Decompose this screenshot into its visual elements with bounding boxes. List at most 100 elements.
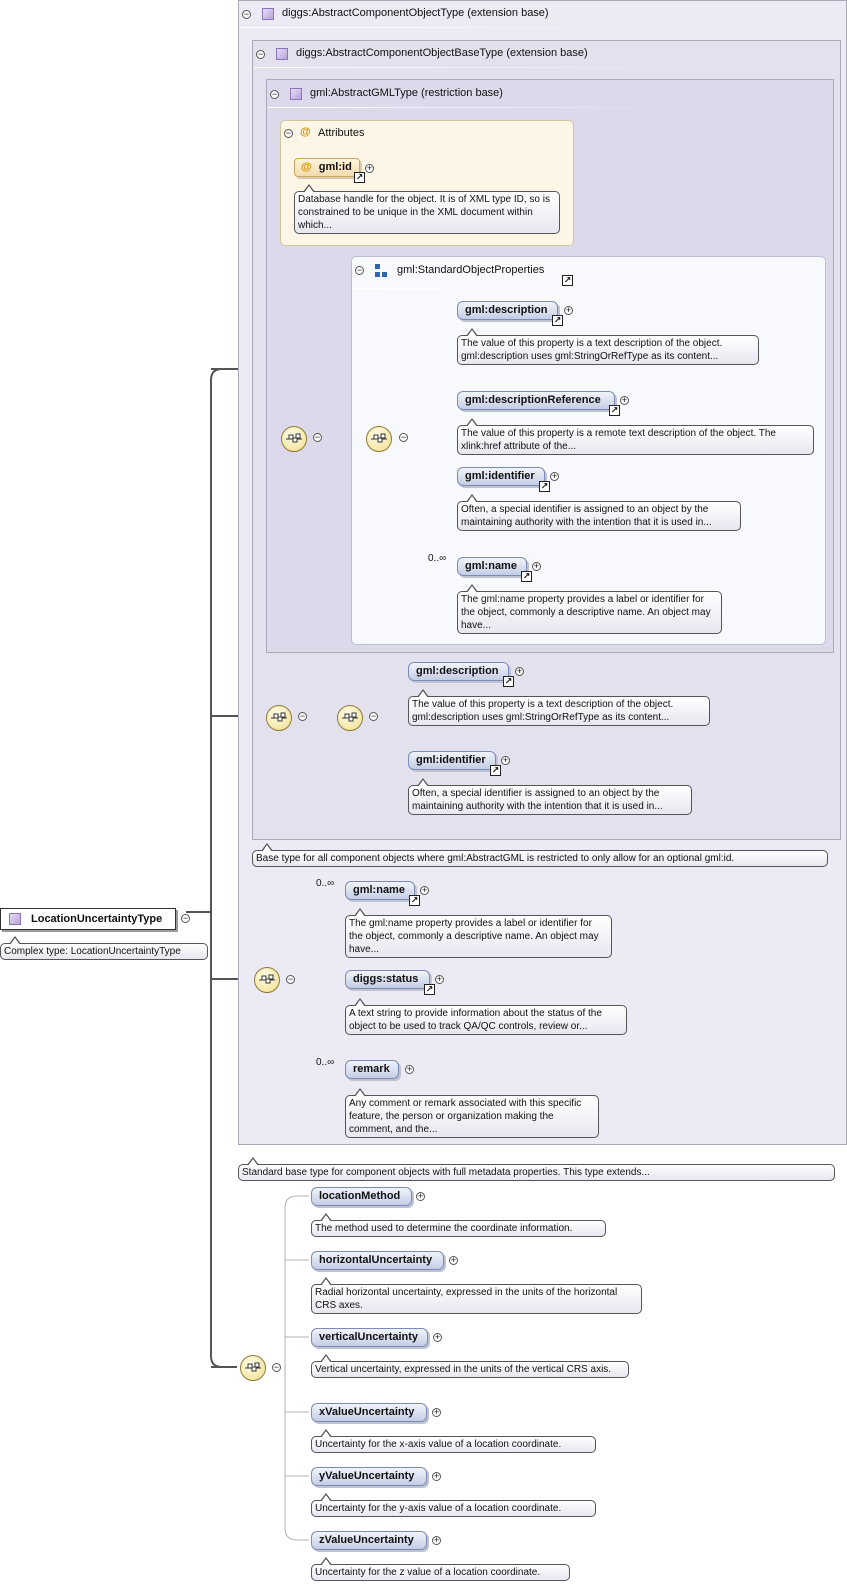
element-location-method[interactable]: locationMethod <box>311 1187 412 1206</box>
ext1-header: diggs:AbstractComponentObjectType (exten… <box>282 7 549 19</box>
ext2-separator <box>254 67 694 68</box>
attribute-at-icon: @ <box>300 126 311 138</box>
element-gml-description-reference[interactable]: gml:descriptionReference <box>457 391 615 410</box>
attribute-at-icon: @ <box>301 161 312 173</box>
element-doc: Uncertainty for the y-axis value of a lo… <box>311 1493 596 1517</box>
reference-arrow-icon[interactable]: ↗ <box>409 895 420 906</box>
ext2-collapse-toggle[interactable]: − <box>256 49 265 59</box>
root-type-label: LocationUncertaintyType <box>31 913 163 925</box>
element-gml-description[interactable]: gml:description <box>457 301 558 320</box>
element-doc: Uncertainty for the x-axis value of a lo… <box>311 1429 596 1453</box>
expand-plus-icon[interactable]: + <box>564 305 573 315</box>
element-z-value-uncertainty[interactable]: zValueUncertainty <box>311 1531 427 1550</box>
expand-plus-icon[interactable]: + <box>620 395 629 405</box>
element-gml-name[interactable]: gml:name <box>457 557 527 576</box>
sequence-collapse-toggle[interactable]: − <box>399 432 408 442</box>
root-type-node[interactable]: LocationUncertaintyType <box>0 908 176 930</box>
expand-plus-icon[interactable]: + <box>449 1255 458 1265</box>
element-doc: Vertical uncertainty, expressed in the u… <box>311 1354 629 1378</box>
expand-plus-icon[interactable]: + <box>515 666 524 676</box>
element-gml-name[interactable]: gml:name <box>345 881 415 900</box>
attribute-doc: Database handle for the object. It is of… <box>294 184 560 234</box>
element-gml-description[interactable]: gml:description <box>408 662 509 681</box>
group-title: gml:StandardObjectProperties <box>397 264 545 276</box>
ext3-separator <box>268 107 688 108</box>
expand-plus-icon[interactable]: + <box>433 1332 442 1342</box>
element-horizontal-uncertainty[interactable]: horizontalUncertainty <box>311 1251 444 1270</box>
element-gml-identifier[interactable]: gml:identifier <box>408 751 496 770</box>
root-doc: Complex type: LocationUncertaintyType <box>0 936 208 960</box>
reference-arrow-icon[interactable]: ↗ <box>552 315 563 326</box>
complex-type-icon <box>276 48 288 60</box>
element-doc: Often, a special identifier is assigned … <box>457 494 741 531</box>
expand-plus-icon[interactable]: + <box>532 561 541 571</box>
sequence-collapse-toggle[interactable]: − <box>286 974 295 984</box>
sequence-compositor-icon[interactable] <box>337 705 363 731</box>
element-doc: The value of this property is a remote t… <box>457 418 814 455</box>
expand-plus-icon[interactable]: + <box>365 163 374 173</box>
expand-plus-icon[interactable]: + <box>420 885 429 895</box>
ext2-header: diggs:AbstractComponentObjectBaseType (e… <box>296 47 588 59</box>
element-doc: Uncertainty for the z value of a locatio… <box>311 1557 570 1581</box>
root-collapse-toggle[interactable]: − <box>181 913 190 923</box>
element-doc: The value of this property is a text des… <box>457 328 759 365</box>
element-diggs-status[interactable]: diggs:status <box>345 970 430 989</box>
sequence-collapse-toggle[interactable]: − <box>369 711 378 721</box>
ext1-title: diggs:AbstractComponentObjectType (exten… <box>282 7 549 19</box>
group-separator <box>353 288 703 289</box>
complex-type-icon <box>290 88 302 100</box>
expand-plus-icon[interactable]: + <box>550 471 559 481</box>
ext3-title: gml:AbstractGMLType (restriction base) <box>310 87 503 99</box>
reference-arrow-icon[interactable]: ↗ <box>539 481 550 492</box>
element-remark[interactable]: remark <box>345 1060 399 1079</box>
element-x-value-uncertainty[interactable]: xValueUncertainty <box>311 1403 427 1422</box>
element-doc: A text string to provide information abo… <box>345 998 627 1035</box>
sequence-collapse-toggle[interactable]: − <box>313 432 322 442</box>
element-doc: The gml:name property provides a label o… <box>345 908 612 958</box>
complex-type-icon <box>262 8 274 20</box>
group-collapse-toggle[interactable]: − <box>355 265 364 275</box>
element-doc: The method used to determine the coordin… <box>311 1213 606 1237</box>
expand-plus-icon[interactable]: + <box>416 1191 425 1201</box>
ext1-doc: Standard base type for component objects… <box>238 1157 835 1181</box>
element-vertical-uncertainty[interactable]: verticalUncertainty <box>311 1328 428 1347</box>
element-doc: Any comment or remark associated with th… <box>345 1088 599 1138</box>
expand-plus-icon[interactable]: + <box>432 1535 441 1545</box>
ext2-title: diggs:AbstractComponentObjectBaseType (e… <box>296 47 588 59</box>
reference-arrow-icon[interactable]: ↗ <box>609 405 620 416</box>
attribute-label: gml:id <box>318 161 352 173</box>
element-doc: Radial horizontal uncertainty, expressed… <box>311 1277 642 1314</box>
sequence-compositor-icon[interactable] <box>240 1355 266 1381</box>
reference-arrow-icon[interactable]: ↗ <box>562 275 573 286</box>
reference-arrow-icon[interactable]: ↗ <box>354 172 365 183</box>
cardinality-label: 0..∞ <box>316 878 335 889</box>
sequence-compositor-icon[interactable] <box>281 426 307 452</box>
expand-plus-icon[interactable]: + <box>405 1064 414 1074</box>
expand-plus-icon[interactable]: + <box>432 1471 441 1481</box>
reference-arrow-icon[interactable]: ↗ <box>424 984 435 995</box>
element-gml-identifier[interactable]: gml:identifier <box>457 467 545 486</box>
attributes-title: Attributes <box>318 127 365 139</box>
reference-arrow-icon[interactable]: ↗ <box>503 676 514 687</box>
expand-plus-icon[interactable]: + <box>435 974 444 984</box>
sequence-collapse-toggle[interactable]: − <box>298 711 307 721</box>
sequence-compositor-icon[interactable] <box>254 967 280 993</box>
ext3-collapse-toggle[interactable]: − <box>270 89 279 99</box>
element-doc: The value of this property is a text des… <box>408 689 710 726</box>
expand-plus-icon[interactable]: + <box>501 755 510 765</box>
attributes-collapse-toggle[interactable]: − <box>284 128 293 138</box>
reference-arrow-icon[interactable]: ↗ <box>490 765 501 776</box>
element-y-value-uncertainty[interactable]: yValueUncertainty <box>311 1467 427 1486</box>
expand-plus-icon[interactable]: + <box>432 1407 441 1417</box>
ext1-separator <box>240 27 660 28</box>
sequence-compositor-icon[interactable] <box>266 705 292 731</box>
ext1-collapse-toggle[interactable]: − <box>242 9 251 19</box>
sequence-collapse-toggle[interactable]: − <box>272 1362 281 1372</box>
attribute-gml-id[interactable]: @ gml:id <box>294 158 360 177</box>
sequence-compositor-icon[interactable] <box>366 426 392 452</box>
element-doc: Often, a special identifier is assigned … <box>408 778 692 815</box>
complex-type-icon <box>9 913 21 925</box>
ext2-doc: Base type for all component objects wher… <box>252 843 828 867</box>
ext3-header: gml:AbstractGMLType (restriction base) <box>310 87 503 99</box>
reference-arrow-icon[interactable]: ↗ <box>521 571 532 582</box>
